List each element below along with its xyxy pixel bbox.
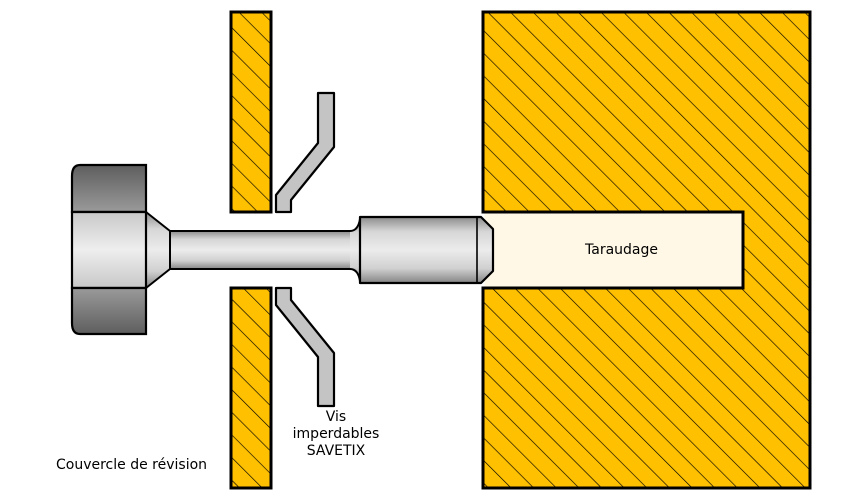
captive-screw-label-line-2: imperdables xyxy=(292,426,380,442)
screw-thread-section xyxy=(358,215,495,285)
captive-screw-label-line-3: SAVETIX xyxy=(306,443,366,459)
screw-neck xyxy=(145,211,171,289)
cover-plate-upper xyxy=(229,10,273,214)
cover-plate-label: Couvercle de révision xyxy=(56,457,208,473)
captive-screw-label-line-1: Vis xyxy=(325,409,347,425)
screw-hex-head xyxy=(70,163,148,336)
cover-plate-lower xyxy=(229,286,273,490)
retaining-clip-lower xyxy=(274,286,336,408)
retaining-clip-upper xyxy=(274,91,336,214)
captive-screw-label: Vis imperdables SAVETIX xyxy=(288,409,384,460)
tapped-hole-label: Taraudage xyxy=(585,242,658,258)
tapped-hole-bore xyxy=(484,213,742,287)
screw-shank xyxy=(169,230,361,270)
